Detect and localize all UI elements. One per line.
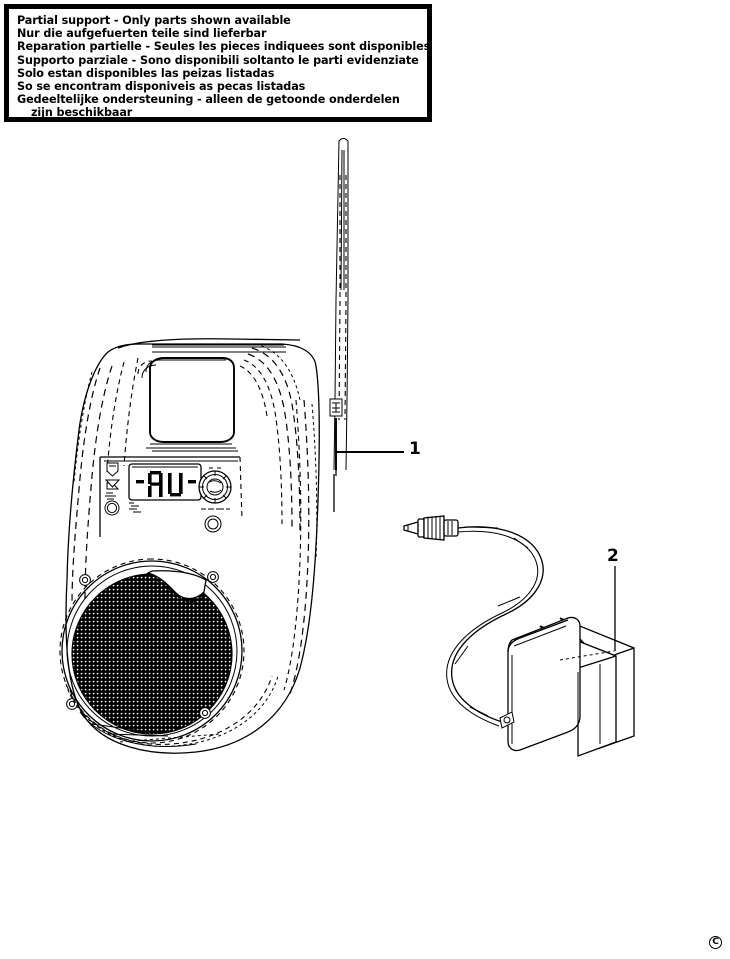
speaker-grille — [59, 558, 245, 744]
multilingual-notice: Partial support - Only parts shown avail… — [4, 4, 432, 122]
notice-line-es: Solo estan disponibles las peizas listad… — [17, 66, 275, 80]
notice-line-nl: Gedeeltelijke ondersteuning - alleen de … — [17, 93, 400, 107]
lcd-display — [128, 463, 202, 513]
notice-line-pt: So se encontram disponiveis as pecas lis… — [17, 80, 306, 94]
control-panel — [99, 456, 243, 537]
notice-line-de: Nur die aufgefuerten teile sind lieferba… — [17, 27, 267, 41]
display-segments — [136, 471, 196, 497]
notice-line-nl-cont: zijn beschikbaar — [31, 106, 133, 120]
panel-buttons — [104, 462, 121, 516]
callout-number-1: 1 — [409, 439, 421, 459]
telescopic-antenna — [329, 138, 349, 512]
tuning-dial — [198, 467, 232, 533]
radio-body — [59, 338, 320, 754]
notice-line-fr: Reparation partielle - Seules les pieces… — [17, 40, 431, 54]
top-panel — [137, 357, 238, 452]
notice-line-it: Supporto parziale - Sono disponibili sol… — [17, 53, 419, 67]
dc-barrel-plug — [403, 515, 459, 541]
callout-number-2: 2 — [607, 546, 619, 566]
notice-line-en: Partial support - Only parts shown avail… — [17, 14, 291, 27]
copyright-icon: C — [709, 936, 722, 949]
ac-power-adapter — [403, 515, 635, 757]
